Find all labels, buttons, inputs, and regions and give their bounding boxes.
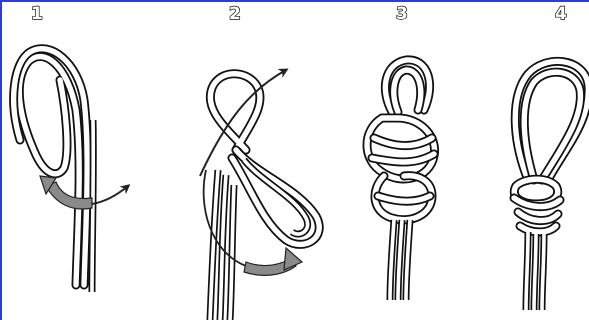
step-1-rope [14, 49, 94, 292]
step-4-rope [514, 61, 588, 310]
step-3-rope [367, 60, 435, 300]
step-2-rope [210, 74, 319, 320]
